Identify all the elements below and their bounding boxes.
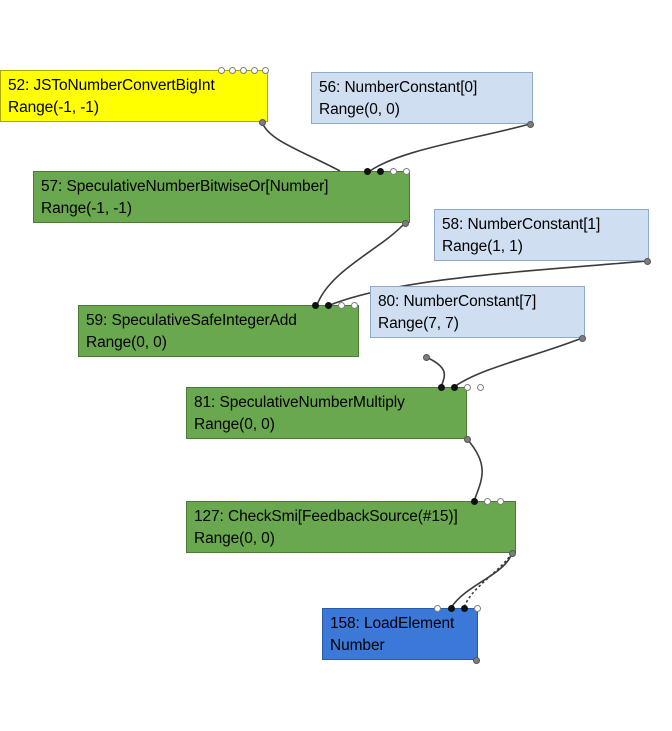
node-52-input-port-1[interactable]	[228, 66, 236, 74]
node-title: 57: SpeculativeNumberBitwiseOr[Number]	[41, 178, 329, 195]
node-57-input-port-3[interactable]	[402, 167, 410, 175]
node-52-input-port-3[interactable]	[250, 66, 258, 74]
node-title: 80: NumberConstant[7]	[378, 293, 537, 310]
edge-127-to-158-effect[interactable]	[463, 552, 513, 609]
edge-127-to-158[interactable]	[450, 552, 513, 609]
node-57-speculativenumberbitwiseor[interactable]: 57: SpeculativeNumberBitwiseOr[Number] Ra…	[33, 171, 410, 223]
node-59-input-port-1[interactable]	[324, 301, 332, 309]
node-52-output-port-0[interactable]	[258, 118, 266, 126]
node-subtitle: Range(0, 0)	[86, 334, 167, 351]
node-subtitle: Range(0, 0)	[194, 416, 275, 433]
node-52-input-port-4[interactable]	[261, 66, 269, 74]
node-59-input-port-2[interactable]	[337, 301, 345, 309]
node-title: 58: NumberConstant[1]	[442, 216, 601, 233]
node-56-output-port-0[interactable]	[526, 120, 534, 128]
node-80-numberconstant-7[interactable]: 80: NumberConstant[7] Range(7, 7)	[370, 286, 585, 338]
node-title: 59: SpeculativeSafeIntegerAdd	[86, 312, 297, 329]
node-127-input-port-2[interactable]	[496, 497, 504, 505]
node-127-input-port-1[interactable]	[483, 497, 491, 505]
edge-57-to-59[interactable]	[316, 222, 406, 306]
node-title: 158: LoadElement	[330, 615, 455, 632]
edge-59-to-81[interactable]	[425, 356, 446, 388]
node-81-input-port-0[interactable]	[437, 383, 445, 391]
node-59-input-port-0[interactable]	[311, 301, 319, 309]
node-52-input-port-2[interactable]	[239, 66, 247, 74]
node-81-output-port-0[interactable]	[463, 435, 471, 443]
node-subtitle: Range(7, 7)	[378, 315, 459, 332]
node-56-numberconstant-0[interactable]: 56: NumberConstant[0] Range(0, 0)	[311, 72, 533, 124]
node-80-output-port-0[interactable]	[578, 334, 586, 342]
node-subtitle: Range(1, 1)	[442, 238, 523, 255]
edge-52-to-57[interactable]	[261, 121, 341, 172]
edge-81-to-127[interactable]	[466, 438, 483, 502]
node-158-output-port-0[interactable]	[472, 656, 480, 664]
node-subtitle: Range(0, 0)	[319, 101, 400, 118]
node-127-input-port-0[interactable]	[470, 497, 478, 505]
node-58-numberconstant-1[interactable]: 58: NumberConstant[1] Range(1, 1)	[434, 209, 649, 261]
node-subtitle: Range(0, 0)	[194, 530, 275, 547]
edge-56-to-57[interactable]	[369, 123, 531, 172]
node-title: 56: NumberConstant[0]	[319, 79, 478, 96]
node-158-input-port-2[interactable]	[460, 604, 468, 612]
node-81-input-port-3[interactable]	[476, 383, 484, 391]
node-81-input-port-2[interactable]	[463, 383, 471, 391]
node-subtitle: Range(-1, -1)	[41, 200, 132, 217]
node-81-input-port-1[interactable]	[450, 383, 458, 391]
node-158-input-port-1[interactable]	[447, 604, 455, 612]
node-title: 127: CheckSmi[FeedbackSource(#15)]	[194, 508, 458, 525]
node-57-input-port-1[interactable]	[376, 167, 384, 175]
node-158-input-port-3[interactable]	[473, 604, 481, 612]
node-59-input-port-3[interactable]	[350, 301, 358, 309]
node-title: 52: JSToNumberConvertBigInt	[8, 77, 215, 94]
node-127-output-port-0[interactable]	[508, 549, 516, 557]
node-57-input-port-0[interactable]	[363, 167, 371, 175]
node-57-input-port-2[interactable]	[389, 167, 397, 175]
node-subtitle: Number	[330, 637, 385, 654]
edge-58-to-59[interactable]	[329, 260, 648, 306]
node-58-output-port-0[interactable]	[643, 257, 651, 265]
node-title: 81: SpeculativeNumberMultiply	[194, 394, 405, 411]
node-158-input-port-0[interactable]	[433, 604, 441, 612]
node-59-output-port-0[interactable]	[422, 353, 430, 361]
node-57-output-port-0[interactable]	[401, 219, 409, 227]
edge-80-to-81[interactable]	[453, 337, 583, 388]
node-127-checksmi[interactable]: 127: CheckSmi[FeedbackSource(#15)] Range(…	[186, 501, 516, 553]
node-subtitle: Range(-1, -1)	[8, 99, 99, 116]
node-52-input-port-0[interactable]	[217, 66, 225, 74]
